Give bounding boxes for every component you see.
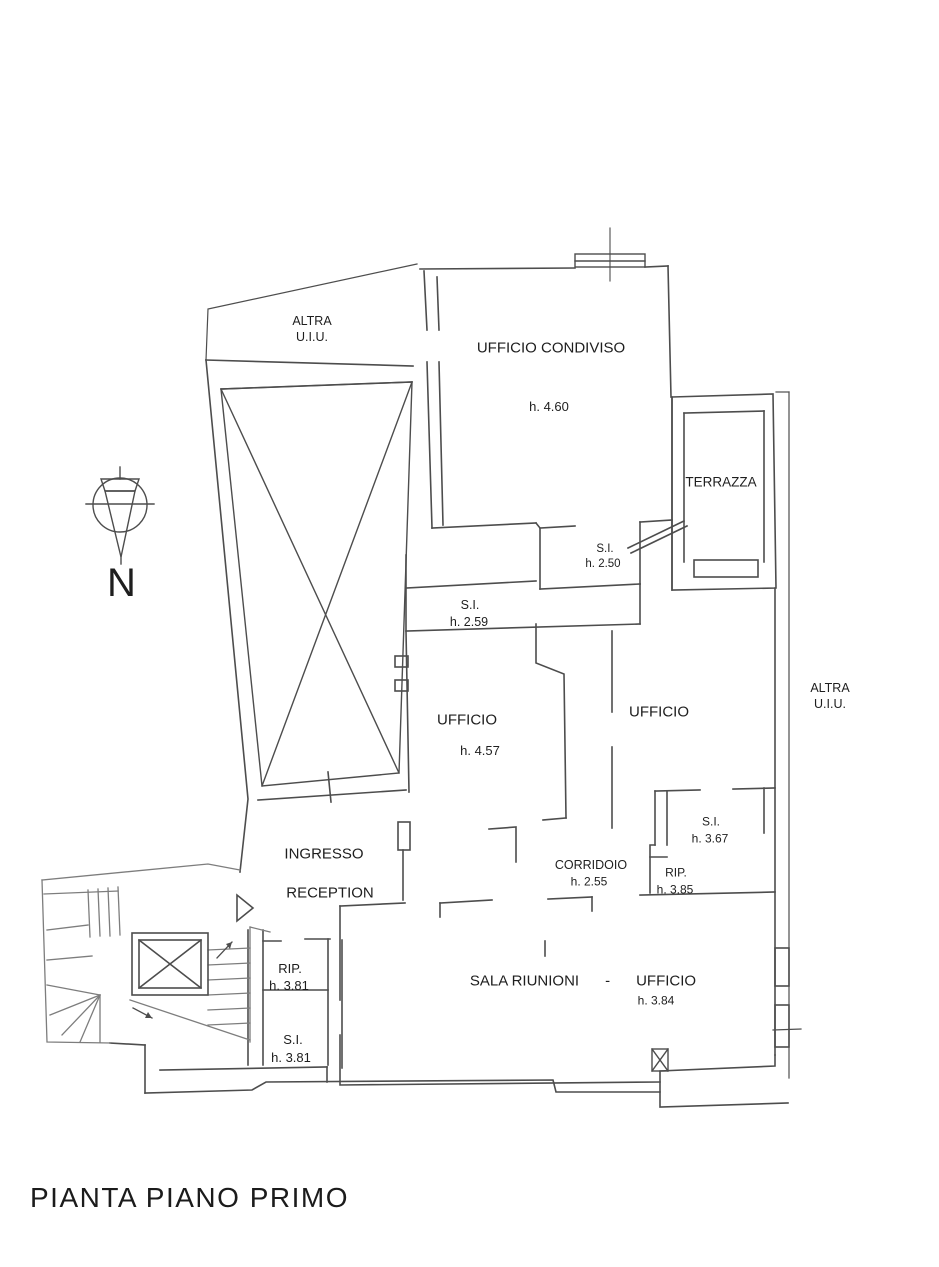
altra-uiu-right-line2: U.I.U. xyxy=(814,697,846,711)
label-si-381: S.I. xyxy=(283,1031,303,1047)
label-si-367: S.I. xyxy=(701,814,721,829)
shaft-box xyxy=(651,1048,669,1072)
sala-riunioni-name2: UFFICIO xyxy=(636,972,697,990)
elevator-shaft xyxy=(131,932,209,996)
label-si-367-height: h. 3.67 xyxy=(691,831,729,846)
compass-north-label: N xyxy=(107,561,137,605)
altra-uiu-right-line1: ALTRA xyxy=(810,680,850,695)
label-altra-uiu-top: ALTRA U.I.U. xyxy=(292,313,331,346)
window-symbol xyxy=(574,227,646,282)
label-ufficio-dx: UFFICIO xyxy=(629,703,689,721)
label-ufficio-sx-height: h. 4.57 xyxy=(460,742,500,758)
label-altra-uiu-right: ALTRA U.I.U. xyxy=(810,680,849,713)
label-rip-381: RIP. xyxy=(278,960,302,976)
label-ufficio-sx: UFFICIO xyxy=(437,711,497,729)
courtyard-cross xyxy=(220,381,413,787)
label-sala-riunioni: SALA RIUNIONI - UFFICIO xyxy=(470,973,696,992)
label-corridoio: CORRIDOIO xyxy=(554,858,628,873)
label-reception: RECEPTION xyxy=(286,884,374,902)
label-sala-riunioni-height: h. 3.84 xyxy=(637,993,675,1008)
label-ufficio-condiviso-height: h. 4.60 xyxy=(529,398,569,414)
staircase xyxy=(41,863,271,1044)
altra-uiu-top-line1: ALTRA xyxy=(292,313,332,328)
label-ufficio-condiviso: UFFICIO CONDIVISO xyxy=(476,339,626,357)
label-si-259-height: h. 2.59 xyxy=(449,615,489,630)
sala-riunioni-separator: - xyxy=(605,972,611,990)
label-corridoio-height: h. 2.55 xyxy=(570,874,608,889)
label-terrazza: TERRAZZA xyxy=(685,474,757,490)
label-si-250-height: h. 2.50 xyxy=(585,557,621,570)
label-rip-385: RIP. xyxy=(665,865,687,880)
label-ingresso: INGRESSO xyxy=(284,845,364,863)
sala-riunioni-name: SALA RIUNIONI xyxy=(469,972,580,990)
walls xyxy=(109,263,802,1108)
label-rip-385-height: h. 3.85 xyxy=(656,882,694,897)
entrance-arrow-icon xyxy=(236,893,255,923)
label-rip-381-height: h. 3.81 xyxy=(269,977,309,993)
north-compass-icon xyxy=(85,466,155,565)
plan-title: PIANTA PIANO PRIMO xyxy=(30,1182,349,1213)
label-si-381-height: h. 3.81 xyxy=(271,1049,311,1065)
label-si-250: S.I. xyxy=(596,542,614,555)
altra-uiu-top-line2: U.I.U. xyxy=(296,330,328,344)
label-si-259: S.I. xyxy=(460,598,480,613)
